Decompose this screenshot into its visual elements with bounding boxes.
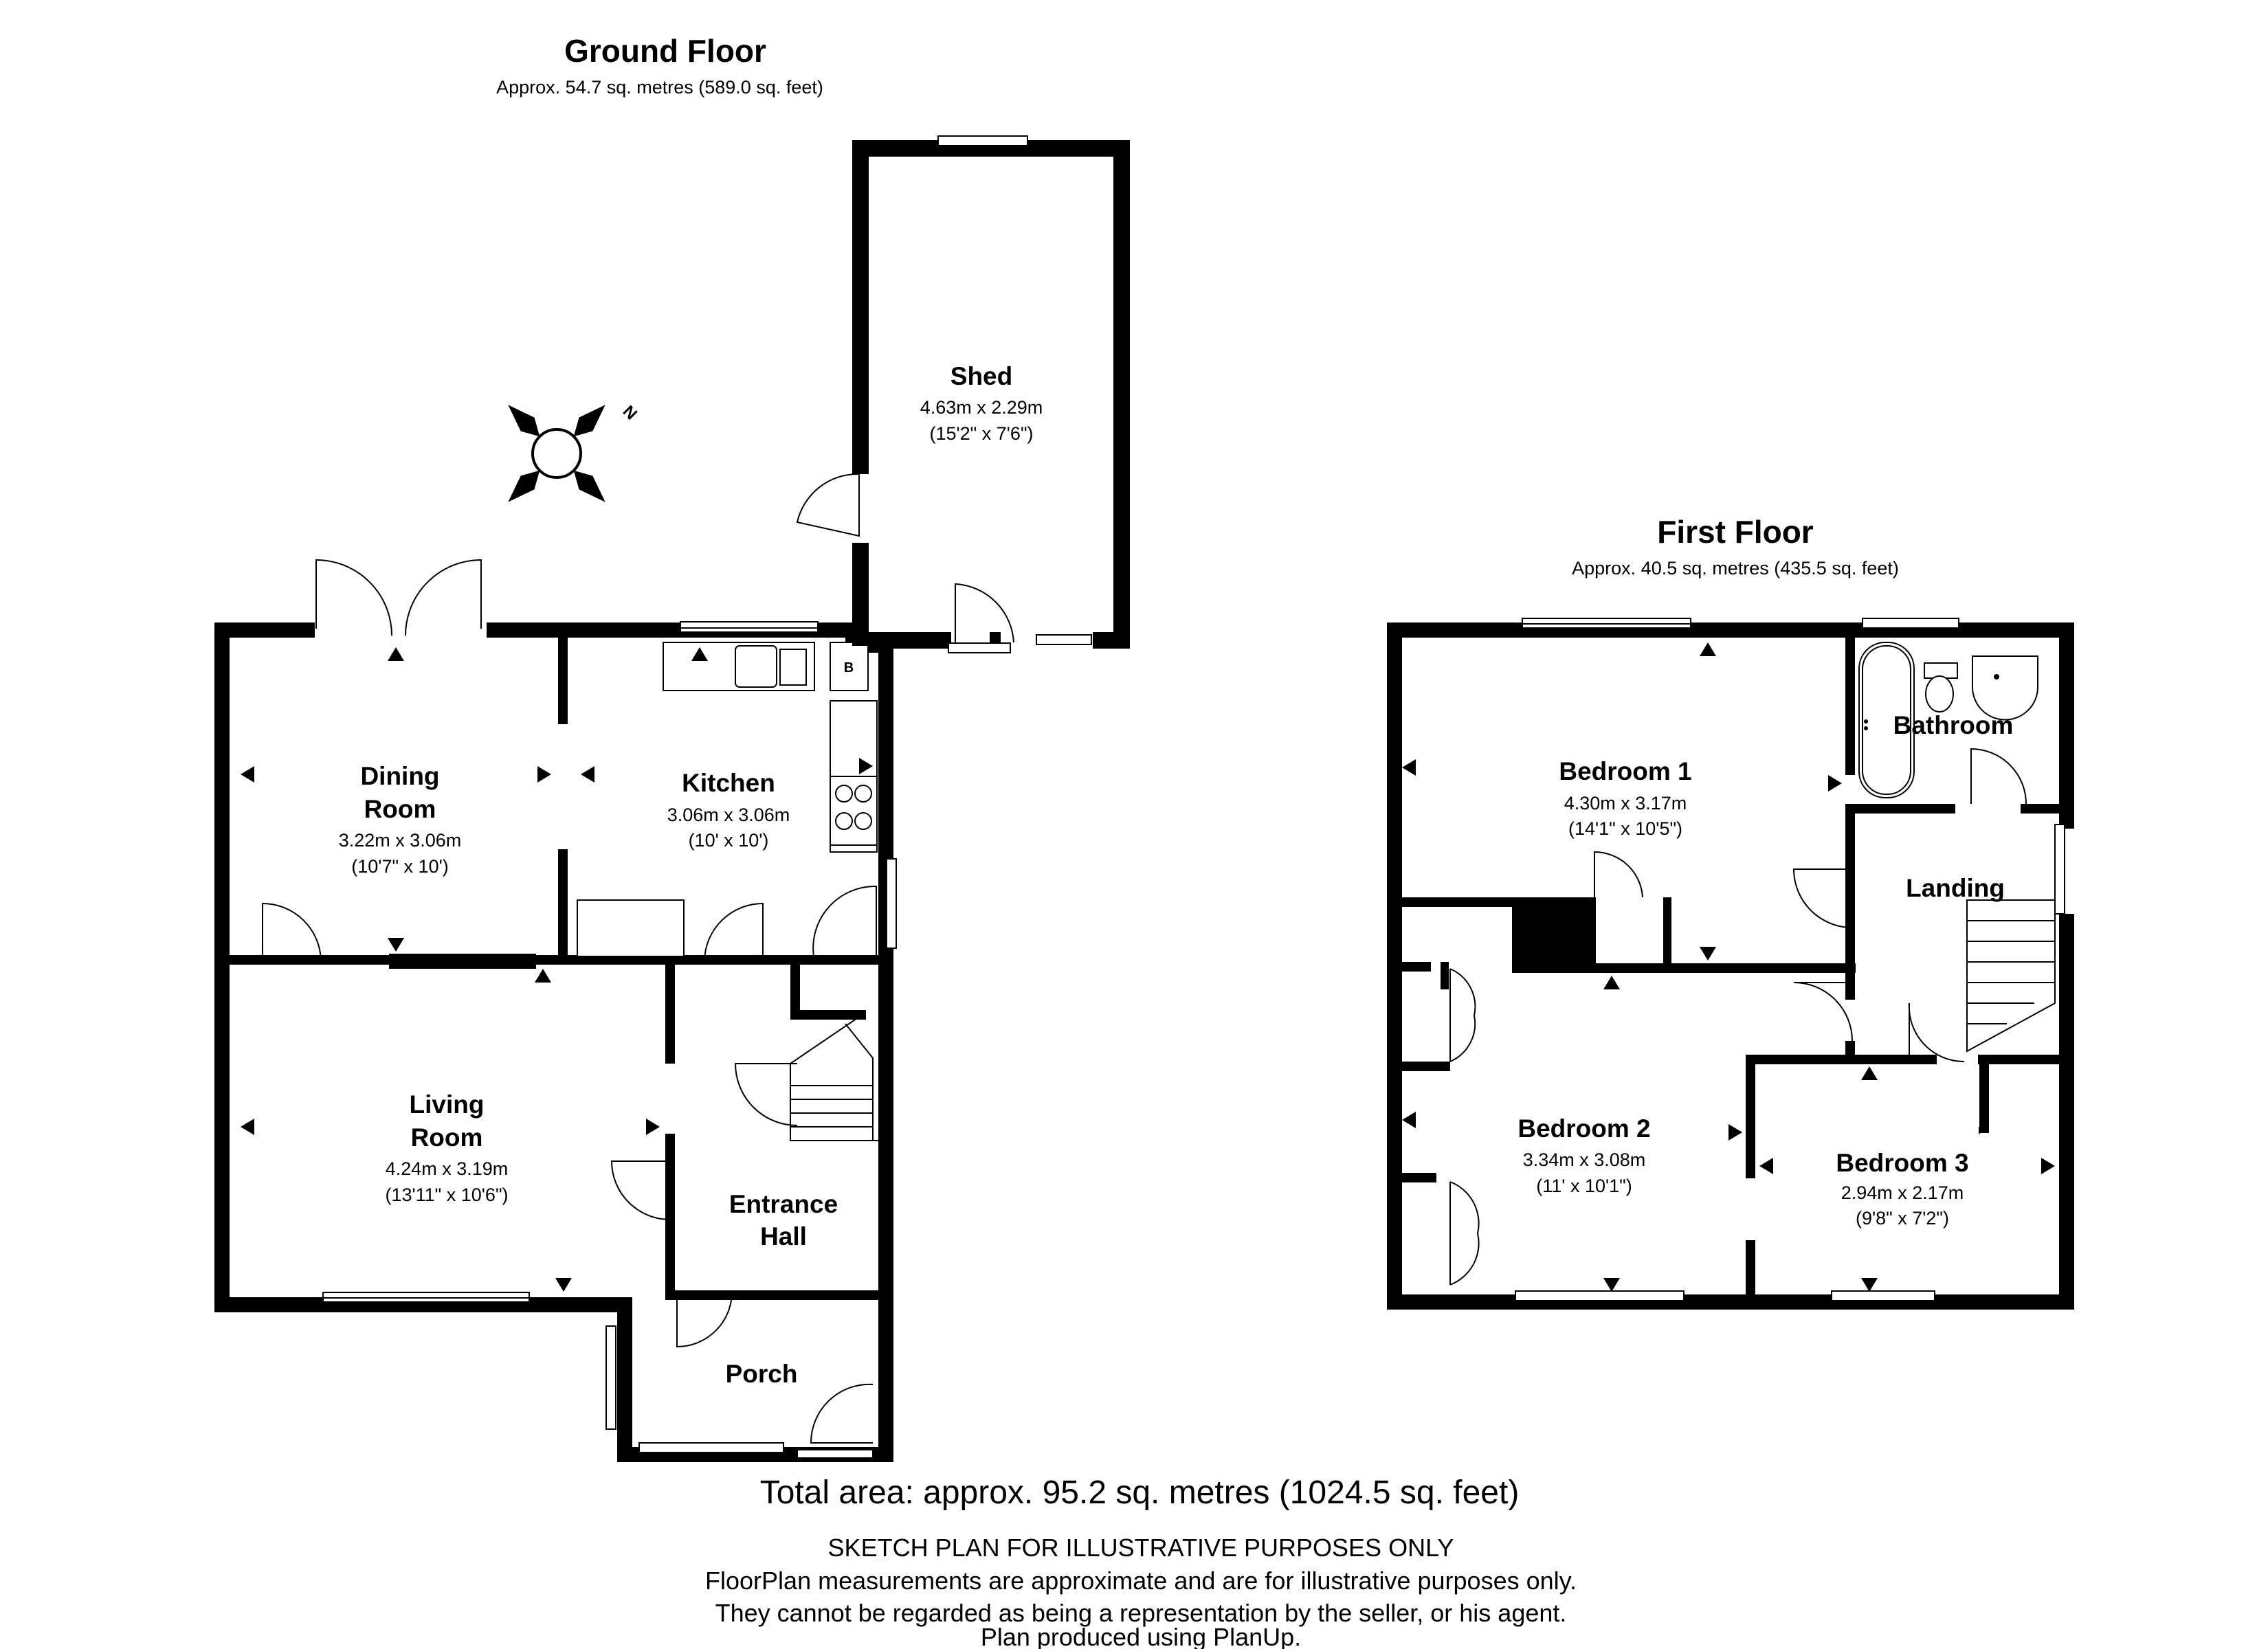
bedroom-1-dim-ft: (14'1" x 10'5") — [1568, 818, 1682, 839]
first-floor-doors — [1449, 748, 2027, 1286]
ground-floor-title: Ground Floor — [564, 33, 766, 69]
dining-room-dim-m: 3.22m x 3.06m — [339, 830, 462, 851]
dining-room-name-1: Dining — [360, 762, 439, 790]
kitchen-dim-ft: (10' x 10') — [689, 830, 769, 851]
ground-floor-area: Approx. 54.7 sq. metres (589.0 sq. feet) — [496, 77, 823, 98]
landing-stairs — [1966, 899, 2056, 1053]
bedroom-2-dim-m: 3.34m x 3.08m — [1523, 1149, 1646, 1170]
porch-name: Porch — [726, 1360, 798, 1388]
bedroom-3-dim-m: 2.94m x 2.17m — [1841, 1182, 1964, 1203]
ground-floor-walls — [214, 622, 893, 1462]
bedroom-1-dim-m: 4.30m x 3.17m — [1564, 793, 1687, 814]
living-room-dim-m: 4.24m x 3.19m — [386, 1158, 509, 1179]
landing-name: Landing — [1906, 874, 2005, 902]
kitchen-name: Kitchen — [682, 769, 775, 797]
footer: Total area: approx. 95.2 sq. metres (102… — [705, 1474, 1577, 1649]
ground-floor-stairs — [790, 1016, 878, 1141]
first-floor-labels: Bedroom 1 4.30m x 3.17m (14'1" x 10'5") … — [1517, 711, 2013, 1229]
bathroom-fixtures — [1858, 642, 2038, 798]
shed-dim-ft: (15'2" x 7'6") — [929, 423, 1033, 444]
first-floor-markers — [1402, 642, 2055, 1292]
dining-room-name-2: Room — [364, 795, 436, 823]
first-floor-area: Approx. 40.5 sq. metres (435.5 sq. feet) — [1572, 558, 1899, 579]
kitchen-fixtures: B — [577, 642, 878, 957]
living-room-name-2: Room — [411, 1123, 483, 1152]
disclaimer-line-2: FloorPlan measurements are approximate a… — [705, 1567, 1577, 1595]
kitchen-dim-m: 3.06m x 3.06m — [667, 805, 790, 825]
boiler-label: B — [844, 660, 854, 675]
ground-floor-windows — [322, 621, 897, 1453]
first-floor-title: First Floor — [1657, 514, 1814, 550]
first-floor-windows — [1515, 618, 2065, 1301]
disclaimer-line-4: Plan produced using PlanUp. — [981, 1623, 1301, 1649]
ground-floor-doors — [262, 559, 877, 1459]
shed-name: Shed — [950, 362, 1012, 390]
shed-walls — [796, 135, 1130, 653]
disclaimer-line-1: SKETCH PLAN FOR ILLUSTRATIVE PURPOSES ON… — [828, 1534, 1454, 1562]
entrance-hall-name-1: Entrance — [729, 1190, 838, 1218]
disclaimer-line-3: They cannot be regarded as being a repre… — [715, 1599, 1567, 1627]
bedroom-3-dim-ft: (9'8" x 7'2") — [1856, 1208, 1949, 1229]
measurement-markers — [241, 647, 873, 1292]
bedroom-2-dim-ft: (11' x 10'1") — [1536, 1176, 1632, 1196]
bedroom-1-name: Bedroom 1 — [1559, 757, 1691, 785]
shed-dim-m: 4.63m x 2.29m — [920, 397, 1043, 418]
first-floor-plan: First Floor Approx. 40.5 sq. metres (435… — [1387, 514, 2074, 1310]
ground-floor-labels: Shed 4.63m x 2.29m (15'2" x 7'6") Dining… — [339, 362, 1043, 1388]
living-room-dim-ft: (13'11" x 10'6") — [385, 1185, 508, 1205]
total-area: Total area: approx. 95.2 sq. metres (102… — [760, 1474, 1520, 1511]
bedroom-2-name: Bedroom 2 — [1517, 1114, 1650, 1143]
dining-room-dim-ft: (10'7" x 10') — [351, 856, 448, 877]
compass-north-label: N — [619, 402, 641, 423]
living-room-name-1: Living — [410, 1090, 485, 1119]
compass-icon — [508, 405, 605, 502]
entrance-hall-name-2: Hall — [760, 1222, 807, 1250]
bedroom-3-name: Bedroom 3 — [1836, 1149, 1968, 1177]
ground-floor-plan: Ground Floor Approx. 54.7 sq. metres (58… — [214, 33, 1130, 1462]
bathroom-name: Bathroom — [1893, 711, 2014, 739]
